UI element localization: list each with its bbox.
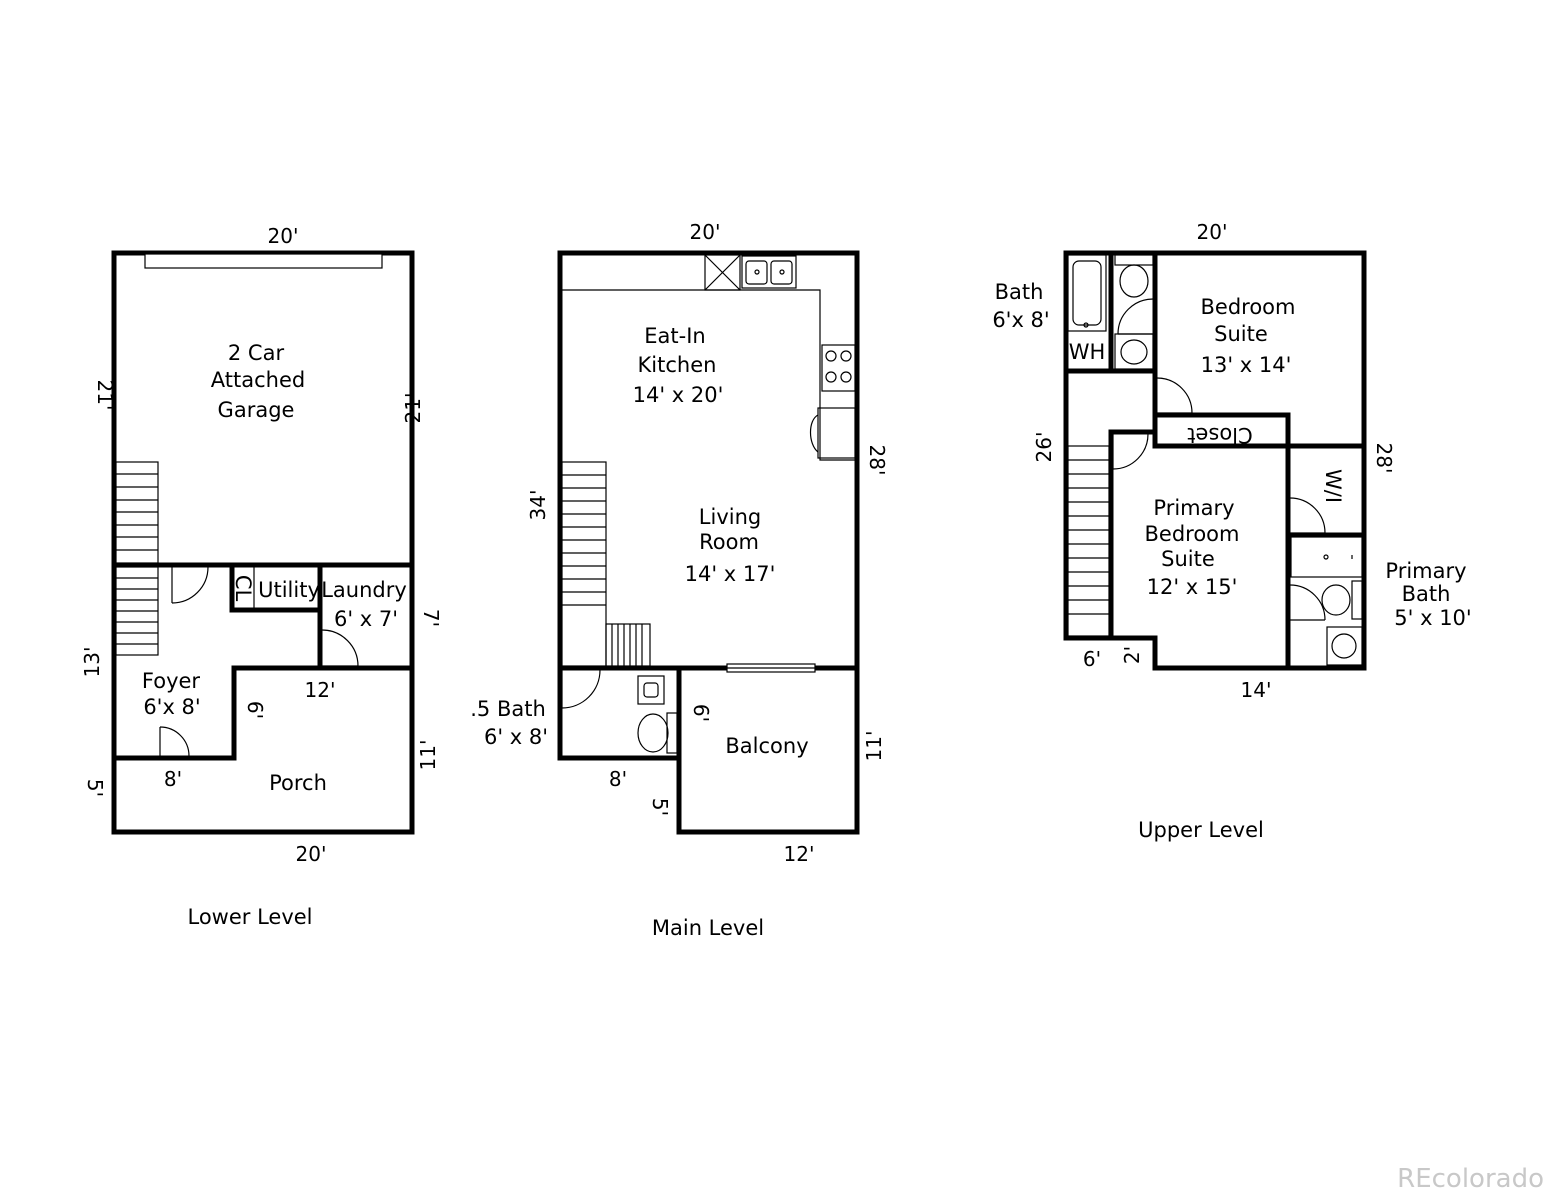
dim-lower-right-garage: 21' (401, 393, 425, 424)
sink-icon (1326, 626, 1363, 666)
lower-level-caption: Lower Level (187, 905, 312, 929)
sink-icon (741, 255, 797, 289)
dim-lower-right-laundry: 7' (419, 609, 443, 627)
garage-label-line1: 2 Car (228, 341, 285, 365)
dim-main-right: 28' (865, 445, 889, 476)
garage-label-line3: Garage (218, 398, 295, 422)
sink-icon (1114, 333, 1154, 370)
main-level-caption: Main Level (652, 916, 764, 940)
lower-outer-wall (111, 250, 415, 835)
kitchen-counter (562, 289, 855, 461)
primary-bath-size: 5' x 10' (1394, 606, 1471, 630)
upper-outer-wall (1063, 250, 1367, 671)
watermark-logo: REcolorado (1397, 1164, 1544, 1194)
dim-lower-left-garage: 21' (93, 380, 117, 411)
door-swing-icon (1156, 377, 1193, 414)
foyer-stairs (115, 566, 159, 656)
dim-main-left: 34' (526, 490, 550, 521)
dim-balcony-right: 11' (862, 731, 886, 762)
balcony-label: Balcony (725, 734, 808, 758)
primary-west-wall (1108, 429, 1158, 641)
main-stairs (561, 461, 651, 667)
garage-stairs (115, 461, 159, 564)
dim-balcony-bottom: 12' (784, 842, 815, 866)
living-label-line1: Living (699, 505, 761, 529)
dim-lower-left-porch: 5' (83, 779, 107, 797)
sink-icon (637, 675, 665, 705)
bath-label: Bath (995, 280, 1044, 304)
door-swing-icon (1289, 584, 1326, 621)
wi-label: W/I (1321, 469, 1345, 503)
dim-upper-left: 26' (1032, 432, 1056, 463)
half-bath-size: 6' x 8' (484, 725, 548, 749)
closet-label: Closet (1187, 423, 1252, 447)
main-outer-wall (557, 250, 860, 835)
wh-label: WH (1069, 340, 1106, 364)
primary-bedroom-label-line3: Suite (1161, 547, 1215, 571)
dim-lower-top: 20' (268, 224, 299, 248)
dim-upper-step: 2' (1120, 646, 1144, 664)
door-swing-icon (159, 726, 190, 757)
dim-upper-bottom: 14' (1241, 678, 1272, 702)
kitchen-label-line2: Kitchen (638, 353, 717, 377)
laundry-label: Laundry (321, 578, 407, 602)
bedroom-size: 13' x 14' (1201, 353, 1292, 377)
dim-upper-right: 28' (1372, 443, 1396, 474)
dim-lower-left-foyer: 13' (80, 647, 104, 678)
laundry-size: 6' x 7' (334, 607, 398, 631)
toilet-icon (1321, 580, 1363, 620)
dim-foyer-step: 6' (243, 701, 267, 719)
door-swing-icon (561, 669, 601, 709)
door-swing-icon (1112, 433, 1149, 470)
toilet-icon (637, 712, 678, 754)
upper-stairs (1067, 445, 1110, 637)
dim-main-top: 20' (690, 220, 721, 244)
upper-level-plan: WH 20' 26' 28' 6' 2' 14' Bath 6'x 8' (992, 220, 1471, 842)
door-swing-icon (321, 629, 359, 667)
upper-level-caption: Upper Level (1138, 818, 1264, 842)
dim-balcony-left: 5' (648, 798, 672, 816)
garage-label-line2: Attached (211, 368, 305, 392)
half-bath-label: .5 Bath (470, 697, 546, 721)
bathtub-icon (1067, 254, 1107, 332)
dim-lower-right-porch: 11' (416, 740, 440, 771)
door-swing-icon (1289, 497, 1326, 534)
dim-upper-bottom-left: 6' (1083, 647, 1101, 671)
fridge-icon (809, 407, 856, 459)
foyer-size: 6'x 8' (143, 695, 200, 719)
dim-half-bath-bottom: 8' (609, 767, 627, 791)
bath-size: 6'x 8' (992, 308, 1049, 332)
kitchen-label-line1: Eat-In (644, 324, 705, 348)
utility-label: Utility (258, 578, 320, 602)
dim-porch-top: 12' (305, 678, 336, 702)
primary-bath-label-line2: Bath (1402, 582, 1451, 606)
stove-icon (821, 344, 856, 392)
dim-lower-bottom: 20' (296, 842, 327, 866)
bedroom-label-line1: Bedroom (1201, 295, 1296, 319)
living-label-line2: Room (699, 530, 759, 554)
cl-label: CL (231, 575, 255, 602)
primary-bath-label-line1: Primary (1385, 559, 1466, 583)
porch-wall (111, 665, 415, 761)
dim-half-bath-right: 6' (689, 704, 713, 722)
dishwasher-icon (704, 254, 741, 291)
primary-bedroom-label-line1: Primary (1153, 496, 1234, 520)
kitchen-size: 14' x 20' (633, 383, 724, 407)
bedroom-label-line2: Suite (1214, 322, 1268, 346)
dim-foyer-bottom: 8' (164, 767, 182, 791)
primary-bedroom-label-line2: Bedroom (1145, 522, 1240, 546)
living-size: 14' x 17' (685, 562, 776, 586)
shower-icon (1290, 536, 1363, 578)
foyer-label: Foyer (142, 669, 201, 693)
door-swing-icon (1117, 298, 1154, 335)
main-level-plan: 20' 34' 28' 6' 8' 5' 11' 12' Eat-In Kitc… (470, 220, 889, 940)
primary-bedroom-size: 12' x 15' (1147, 575, 1238, 599)
garage-door (144, 253, 383, 269)
dim-upper-top: 20' (1197, 220, 1228, 244)
lower-level-plan: 20' 21' 21' 7' 13' 6' 12' 8' 5' 11' 20' … (80, 224, 443, 929)
toilet-icon (1114, 254, 1154, 298)
door-swing-icon (171, 566, 209, 604)
porch-label: Porch (269, 771, 327, 795)
